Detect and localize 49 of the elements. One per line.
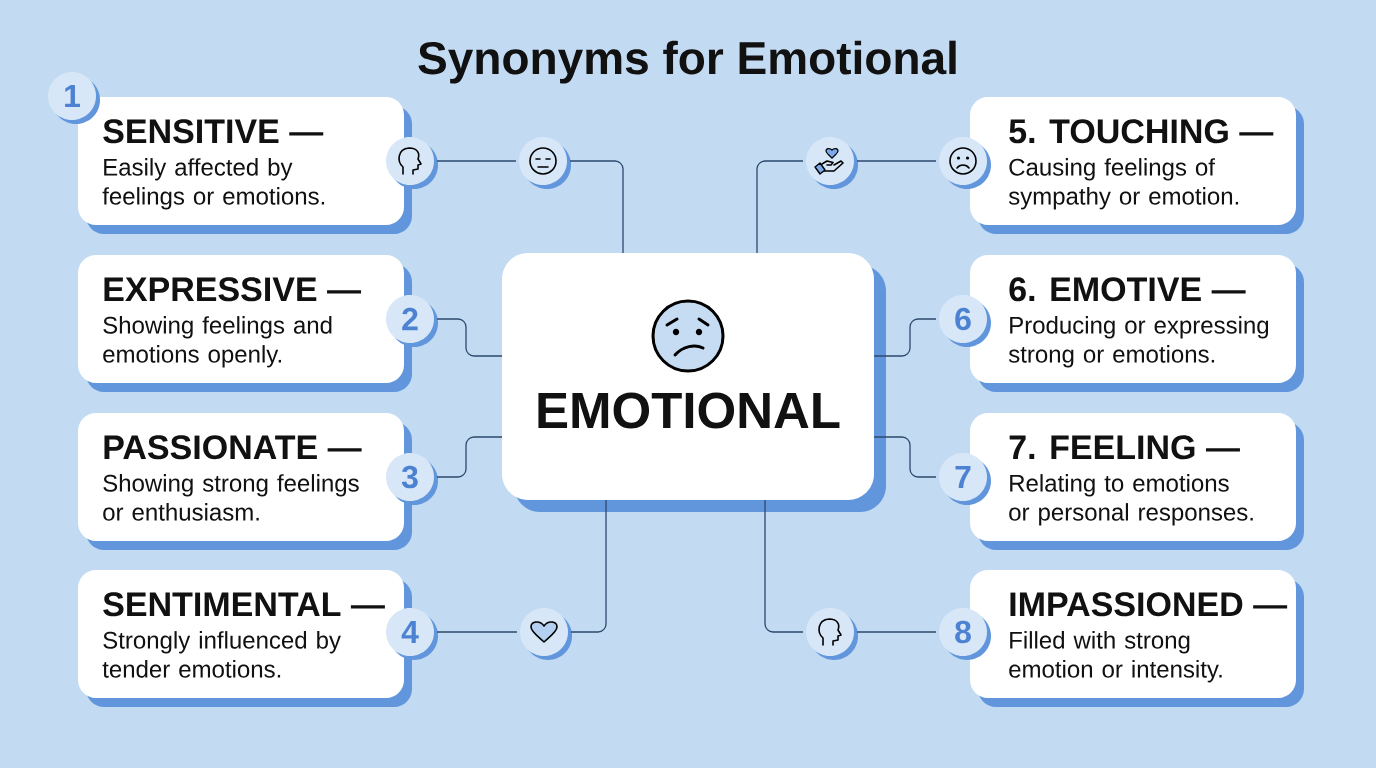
number-badge: 8 xyxy=(939,608,991,660)
connector-line xyxy=(856,160,937,162)
definition-card xyxy=(970,413,1304,550)
definition-text: Filled with strong emotion or intensity. xyxy=(1009,631,1222,683)
sad-face-icon xyxy=(939,137,991,189)
card-heading: EXPRESSIVE — xyxy=(104,277,362,302)
definition-card xyxy=(970,570,1304,707)
definition-card xyxy=(970,255,1304,392)
definition-text: Showing feelings and emotions openly. xyxy=(103,316,332,368)
definition-card xyxy=(78,97,412,234)
definition-text: Strongly influenced by tender emotions. xyxy=(102,631,341,678)
connector-line xyxy=(764,499,804,633)
card-heading: IMPASSIONED — xyxy=(1010,592,1288,617)
heart-icon xyxy=(520,608,572,660)
connector-line xyxy=(436,631,518,633)
connector-line xyxy=(436,318,503,357)
number-badge: 6 xyxy=(939,295,991,347)
connector-line xyxy=(756,160,804,254)
card-heading: 6. EMOTIVE — xyxy=(1009,277,1246,302)
definition-text: Causing feelings of sympathy or emotion. xyxy=(1008,158,1239,210)
connector-line xyxy=(436,160,517,162)
head-icon xyxy=(386,137,438,189)
connector-line xyxy=(436,436,503,478)
connector-line xyxy=(873,318,937,357)
card-heading: PASSIONATE — xyxy=(104,435,362,460)
definition-text: Producing or expressing strong or emotions. xyxy=(1008,316,1269,368)
connector-line xyxy=(569,160,624,254)
card-heading: SENSITIVE — xyxy=(103,119,324,144)
number-badge: 3 xyxy=(386,453,438,505)
number-badge: 7 xyxy=(939,453,991,505)
neutral-face-icon xyxy=(519,137,571,189)
connector-line xyxy=(873,436,937,478)
title: Synonyms for Emotional xyxy=(418,40,956,84)
definition-text: Showing strong feelings or enthusiasm. xyxy=(103,474,359,521)
card-heading: 7. FEELING — xyxy=(1009,435,1240,460)
definition-card xyxy=(970,97,1304,234)
definition-text: Easily affected by feelings or emotions. xyxy=(102,158,325,210)
connector-line xyxy=(856,631,937,633)
connector-line xyxy=(570,499,607,633)
hand-heart-icon xyxy=(806,137,858,189)
number-badge: 2 xyxy=(386,295,438,347)
central-heading: EMOTIONAL xyxy=(538,392,840,429)
definition-text: Relating to emotions or personal responses. xyxy=(1009,474,1253,526)
number-badge: 1 xyxy=(48,72,100,124)
head-icon xyxy=(806,608,858,660)
card-heading: 5. TOUCHING — xyxy=(1009,119,1274,144)
number-badge: 4 xyxy=(386,608,438,660)
card-heading: SENTIMENTAL — xyxy=(103,592,385,617)
central-box xyxy=(502,253,886,512)
